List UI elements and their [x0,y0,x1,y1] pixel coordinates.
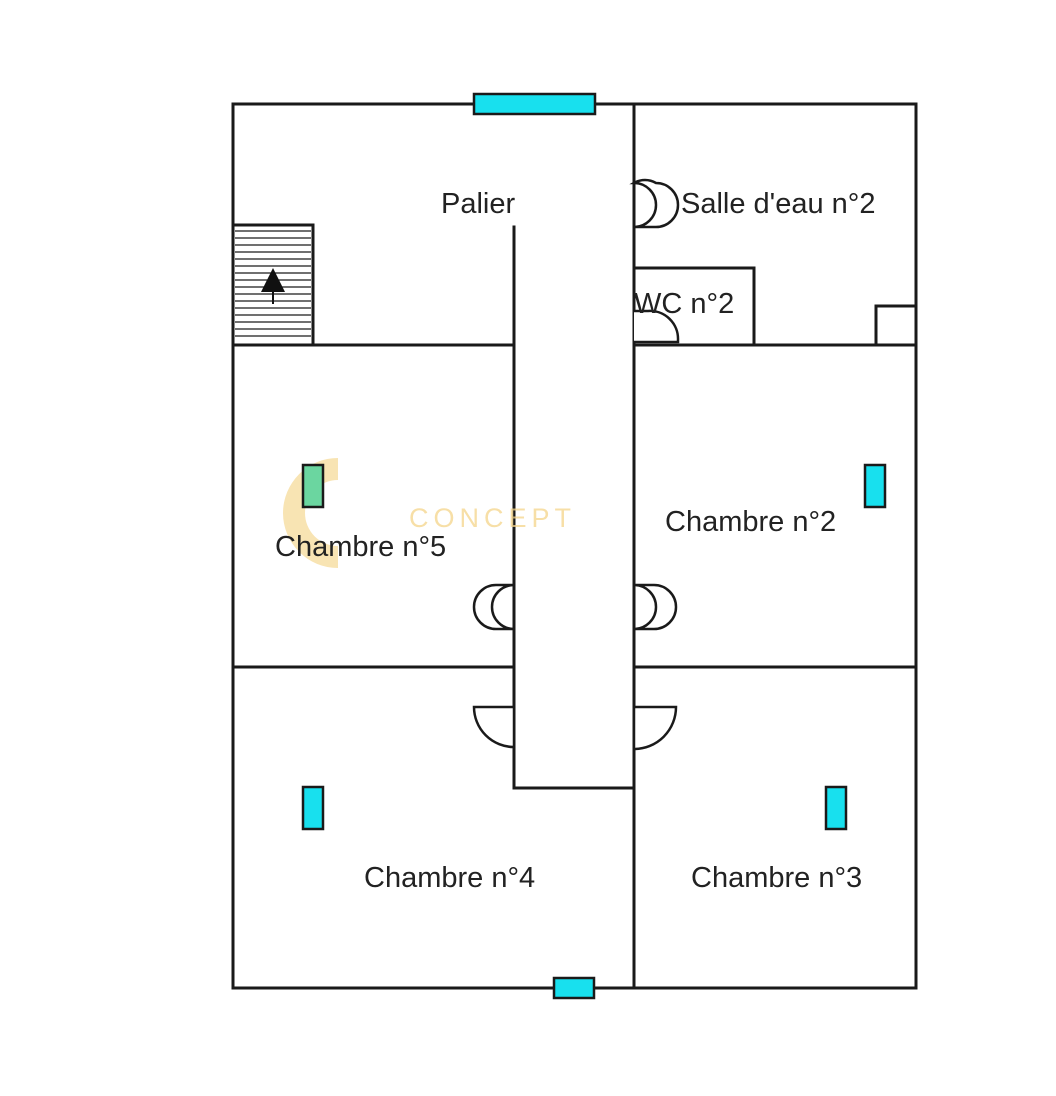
label-chambre-2: Chambre n°2 [665,506,836,538]
radiator-chambre4 [301,785,325,831]
window-palier [472,92,597,116]
label-palier: Palier [441,188,515,220]
doors [472,178,680,751]
door-chambre4 [472,705,516,749]
windows [472,92,597,1000]
label-chambre-4: Chambre n°4 [364,862,535,894]
label-salle-eau-2: Salle d'eau n°2 [681,188,876,220]
staircase-outline [231,223,315,347]
radiators [301,463,887,831]
radiator-chambre5 [301,463,325,509]
label-chambre-3: Chambre n°3 [691,862,862,894]
door-chambre5 [472,583,515,631]
label-chambre-5: Chambre n°5 [275,531,446,563]
watermark-logo [283,458,338,568]
door-chambre3 [632,705,678,751]
window-chambre4 [552,976,596,1000]
stairs-up-arrow-icon [261,268,285,292]
door-chambre2 [633,583,678,631]
label-wc-2: WC n°2 [634,288,734,320]
door-salle-eau [629,178,680,229]
watermark-text: CONCEPT [409,503,576,533]
radiator-chambre2 [863,463,887,509]
room-labels: Palier Salle d'eau n°2 WC n°2 Chambre n°… [275,188,876,894]
staircase [231,223,315,347]
wall-shaft [874,304,918,347]
radiator-chambre3 [824,785,848,831]
door-wc [634,309,680,344]
watermark-c-shape [283,458,338,568]
